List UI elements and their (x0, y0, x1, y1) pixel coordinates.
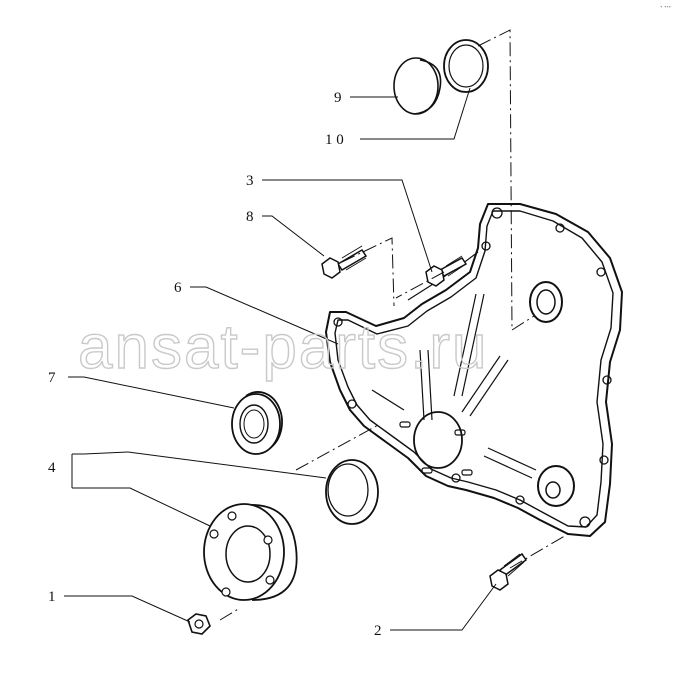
callout-9: 9 (334, 90, 342, 106)
callout-10: 1 0 (325, 132, 344, 148)
corner-mark: ᐩ ᐩᐩᐩ (660, 6, 671, 12)
callout-8: 8 (246, 209, 254, 225)
bolt-part-2 (489, 552, 528, 591)
leader-lines (64, 87, 497, 631)
bolt-part-8 (321, 245, 368, 279)
seal-part-7 (231, 391, 283, 455)
callout-6: 6 (174, 280, 182, 296)
flange-part-4 (203, 503, 298, 601)
watermark-text: ansat-parts.ru (78, 313, 489, 382)
callout-2: 2 (374, 623, 382, 639)
seal-ring (325, 459, 379, 525)
callout-4: 4 (48, 460, 56, 476)
o-ring-part-10 (443, 39, 489, 93)
callout-3: 3 (246, 173, 254, 189)
plug-cap-part-9 (393, 57, 442, 115)
nut-part-1 (187, 613, 211, 635)
callout-labels: 9 1 0 3 8 6 7 4 1 2 (48, 90, 382, 639)
callout-1: 1 (48, 589, 56, 605)
center-lines (219, 29, 569, 621)
bolt-part-3 (425, 255, 468, 287)
callout-7: 7 (48, 370, 56, 386)
timing-cover (325, 203, 623, 537)
